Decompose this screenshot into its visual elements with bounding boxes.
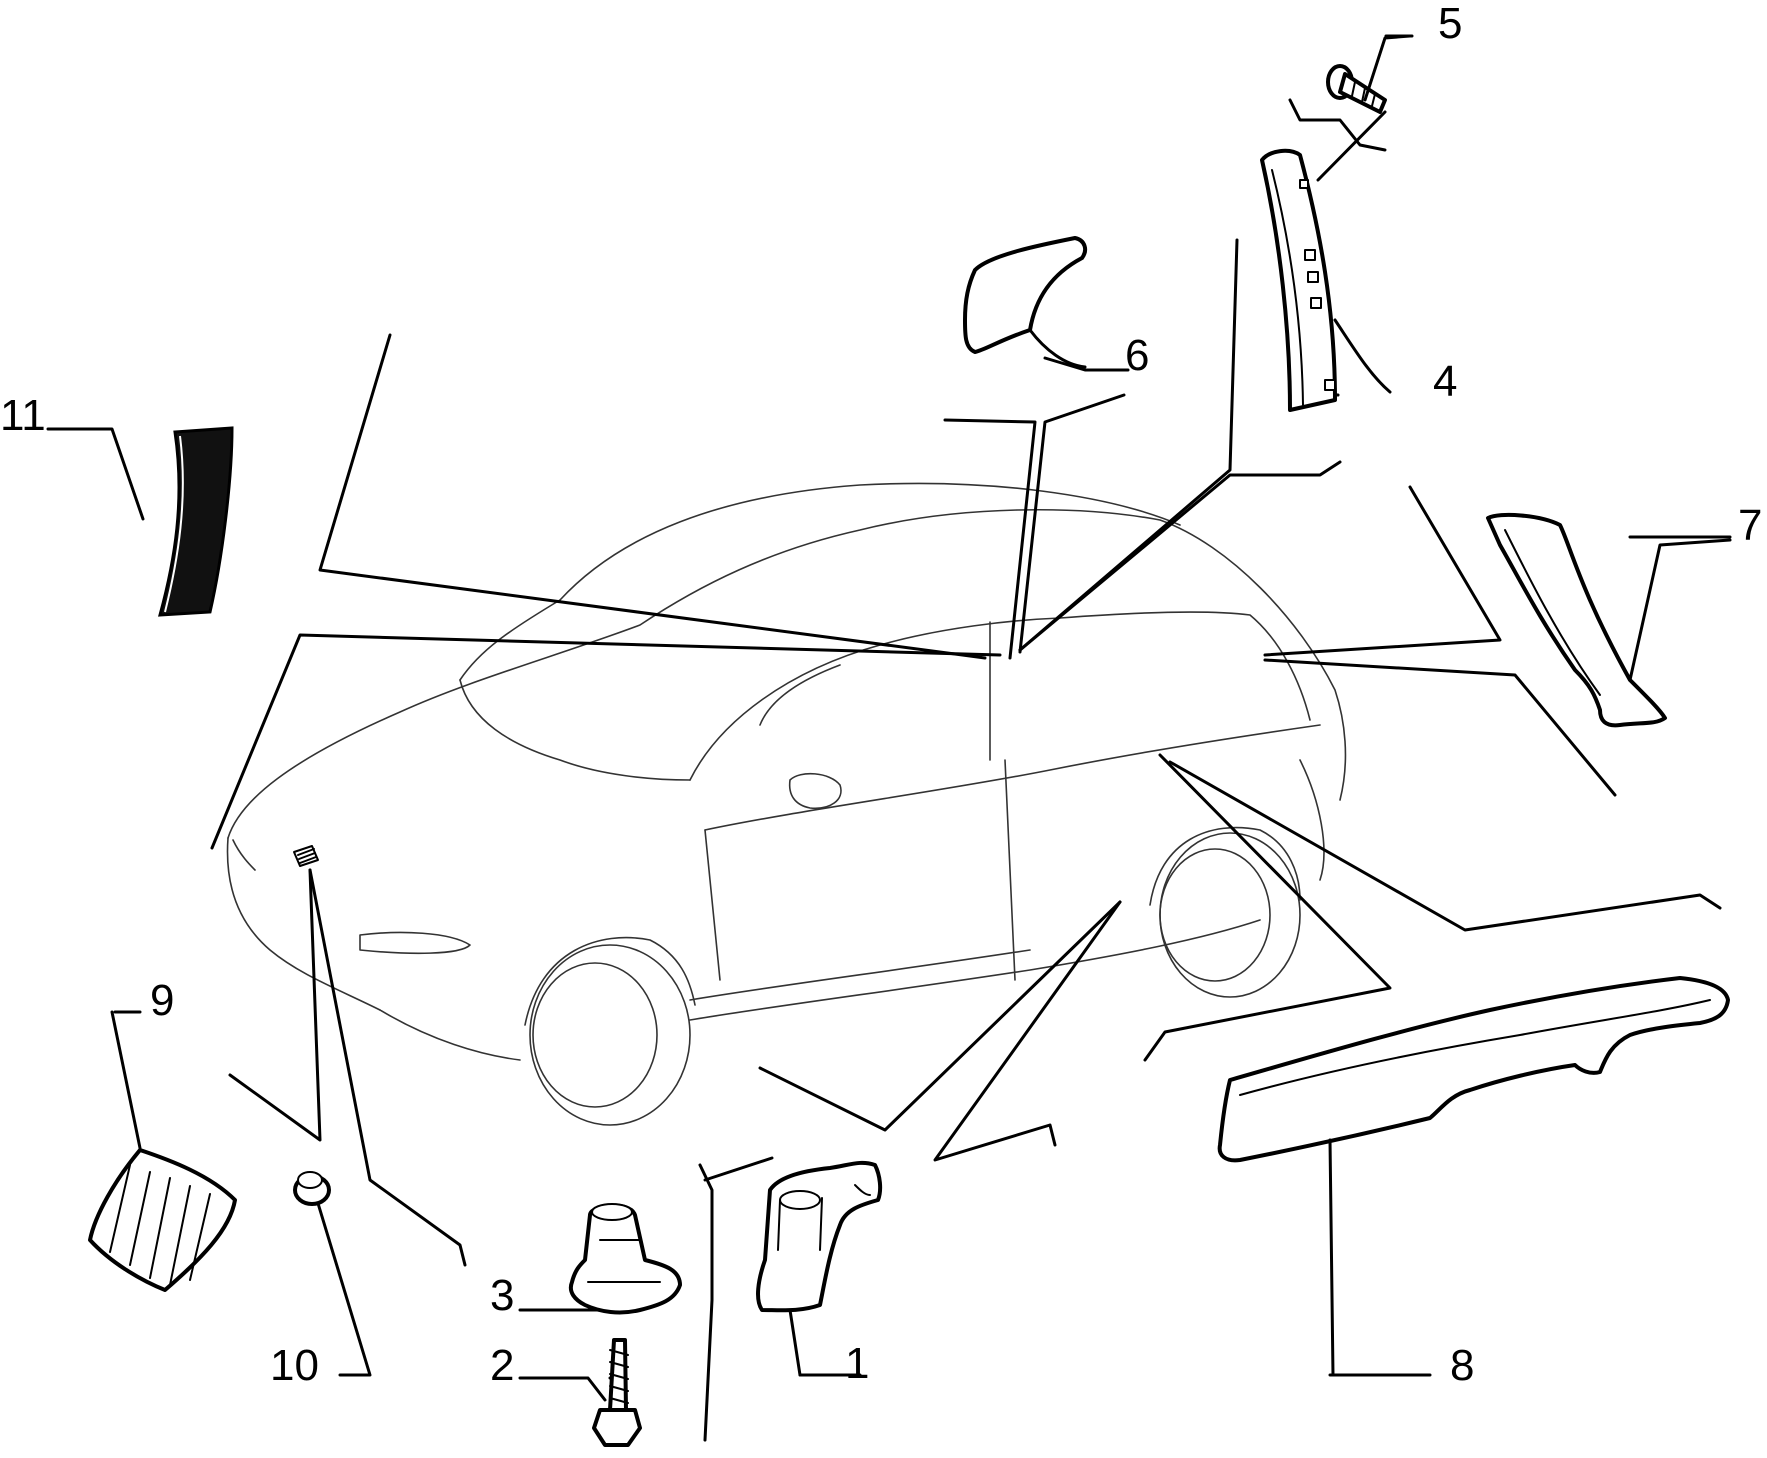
part-1-bracket — [756, 1160, 883, 1377]
part-11-pillar-strip — [158, 426, 234, 617]
leader-lines — [46, 34, 1732, 1442]
callout-label-7: 7 — [1738, 501, 1762, 550]
part-4-pillar-trim — [1260, 148, 1392, 412]
callout-label-3: 3 — [490, 1271, 514, 1320]
callout-label-11: 11 — [0, 391, 46, 440]
part-10-plug — [293, 1171, 331, 1206]
car-outline — [226, 482, 1347, 1126]
callout-label-8: 8 — [1450, 1341, 1474, 1390]
part-8-sill-trim — [1217, 976, 1730, 1377]
callout-label-6: 6 — [1125, 331, 1149, 380]
callout-label-4: 4 — [1433, 357, 1457, 406]
fender-grille-marker — [293, 845, 319, 867]
callout-label-9: 9 — [150, 976, 174, 1025]
callout-label-1: 1 — [845, 1339, 869, 1388]
callout-label-2: 2 — [490, 1341, 514, 1390]
callout-label-10: 10 — [270, 1341, 319, 1390]
part-7-side-trim — [1486, 512, 1732, 728]
part-6-corner-cover — [963, 236, 1088, 369]
callout-labels: 1 2 3 4 5 6 7 8 9 10 11 — [0, 0, 1762, 1390]
part-3-clip — [518, 1203, 682, 1315]
part-9-grille-pad — [88, 1010, 237, 1292]
callout-label-5: 5 — [1438, 0, 1462, 48]
part-2-screw — [518, 1338, 642, 1447]
part-5-screw — [1288, 34, 1412, 182]
